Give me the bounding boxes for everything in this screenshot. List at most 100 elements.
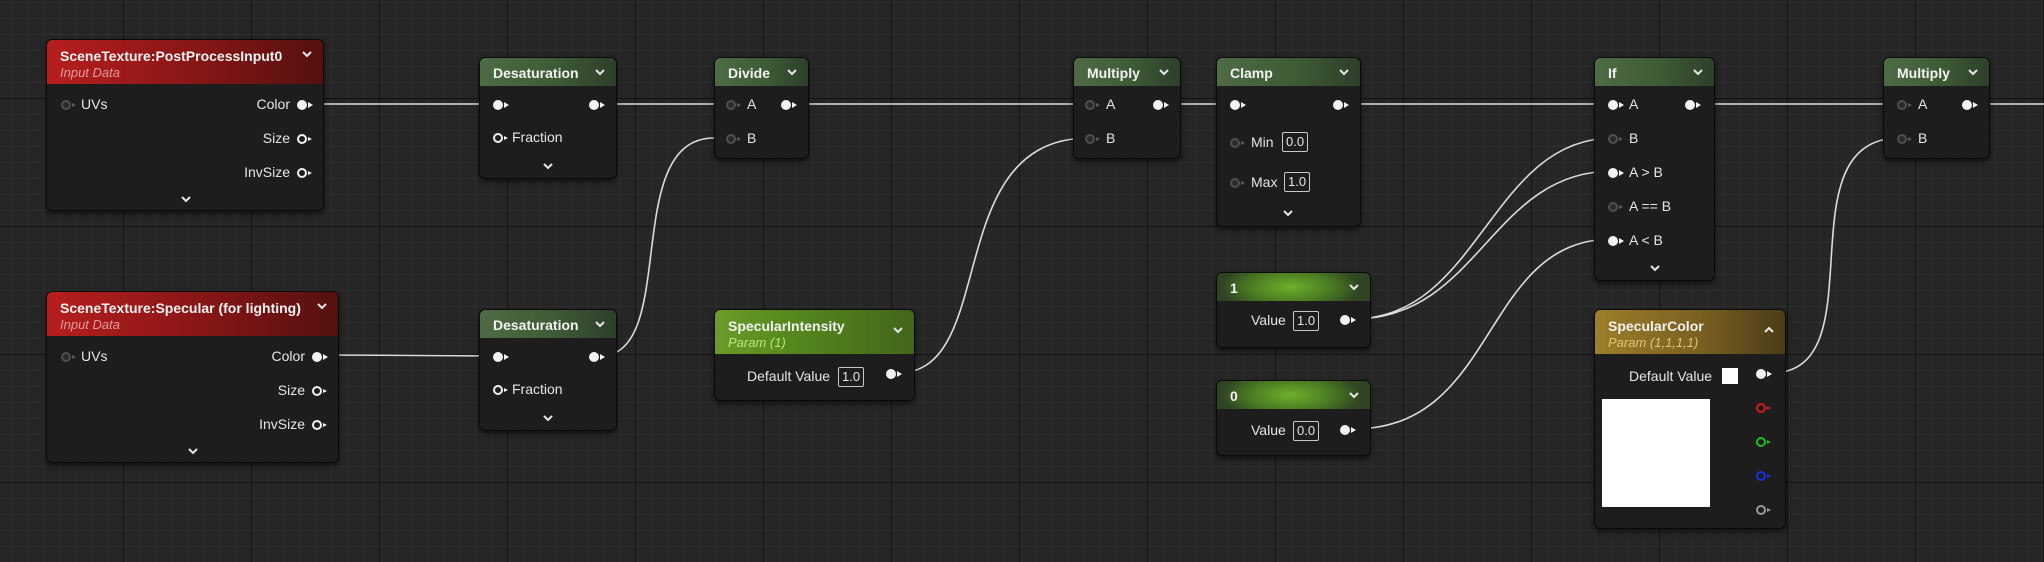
- b-input-pin[interactable]: [1608, 134, 1623, 144]
- chevron-down-icon[interactable]: [593, 317, 607, 331]
- node-header[interactable]: Desaturation: [480, 310, 616, 338]
- a-input-pin[interactable]: [1085, 100, 1100, 110]
- output-pin[interactable]: [1756, 369, 1772, 379]
- node-header[interactable]: Desaturation: [480, 58, 616, 86]
- output-pin[interactable]: [589, 352, 605, 362]
- expand-arrow-icon[interactable]: [1281, 209, 1295, 219]
- b-input-pin[interactable]: [1085, 134, 1100, 144]
- uvs-input-pin[interactable]: [61, 352, 76, 362]
- b-input-pin[interactable]: [726, 134, 741, 144]
- scene-texture-postprocess-node[interactable]: SceneTexture:PostProcessInput0 Input Dat…: [46, 39, 324, 211]
- expand-arrow-icon[interactable]: [1648, 264, 1662, 274]
- input-pin[interactable]: [1230, 100, 1246, 110]
- wire-intensity-to-multiply-b[interactable]: [897, 137, 1090, 374]
- a-less-b-input-pin[interactable]: [1608, 236, 1624, 246]
- wire-color-to-multiply-b[interactable]: [1770, 137, 1901, 374]
- constant-zero-node[interactable]: 0 Value 0.0: [1216, 380, 1371, 456]
- output-pin[interactable]: [1153, 100, 1169, 110]
- chevron-down-icon[interactable]: [1347, 280, 1361, 294]
- node-header[interactable]: If: [1595, 58, 1714, 86]
- node-header[interactable]: 1: [1217, 273, 1370, 301]
- if-node[interactable]: If A B A > B A == B A < B: [1594, 57, 1715, 281]
- max-input-pin[interactable]: [1230, 178, 1245, 188]
- input-pin[interactable]: [493, 100, 509, 110]
- output-pin[interactable]: [1685, 100, 1701, 110]
- node-header[interactable]: SpecularColor Param (1,1,1,1): [1595, 310, 1785, 354]
- wire-const1-to-if-agtb[interactable]: [1352, 170, 1614, 320]
- color-output-pin[interactable]: [312, 352, 328, 362]
- a-channel-output-pin[interactable]: [1756, 505, 1771, 515]
- chevron-up-icon[interactable]: [1762, 323, 1776, 337]
- output-pin[interactable]: [1340, 425, 1356, 435]
- chevron-down-icon[interactable]: [1157, 65, 1171, 79]
- specular-color-node[interactable]: SpecularColor Param (1,1,1,1) Default Va…: [1594, 309, 1786, 529]
- chevron-down-icon[interactable]: [1337, 65, 1351, 79]
- expand-arrow-icon[interactable]: [541, 162, 555, 172]
- node-header[interactable]: Divide: [715, 58, 808, 86]
- expand-arrow-icon[interactable]: [179, 195, 193, 205]
- output-pin[interactable]: [1962, 100, 1978, 110]
- specular-intensity-node[interactable]: SpecularIntensity Param (1) Default Valu…: [714, 309, 915, 401]
- default-value-field[interactable]: 1.0: [838, 367, 865, 387]
- wire-desaturation-to-divide-b[interactable]: [599, 137, 715, 357]
- chevron-down-icon[interactable]: [300, 47, 314, 61]
- fraction-input-pin[interactable]: [493, 385, 508, 395]
- color-output-pin[interactable]: [297, 100, 313, 110]
- node-header[interactable]: Clamp: [1217, 58, 1360, 86]
- invsize-output-pin[interactable]: [297, 168, 312, 178]
- chevron-down-icon[interactable]: [785, 65, 799, 79]
- pin-label-a-less-b: A < B: [1629, 232, 1663, 248]
- output-pin[interactable]: [1340, 315, 1356, 325]
- chevron-down-icon[interactable]: [593, 65, 607, 79]
- desaturation-node[interactable]: Desaturation Fraction: [479, 309, 617, 431]
- uvs-input-pin[interactable]: [61, 100, 76, 110]
- divide-node[interactable]: Divide A B: [714, 57, 809, 159]
- wire-const0-to-if-altb[interactable]: [1352, 238, 1614, 430]
- output-pin[interactable]: [1333, 100, 1349, 110]
- value-field[interactable]: 1.0: [1293, 311, 1320, 331]
- output-pin[interactable]: [589, 100, 605, 110]
- min-value-field[interactable]: 0.0: [1282, 132, 1309, 152]
- multiply-node[interactable]: Multiply A B: [1073, 57, 1181, 159]
- output-pin[interactable]: [781, 100, 797, 110]
- node-header[interactable]: SpecularIntensity Param (1): [715, 310, 914, 354]
- a-equals-b-input-pin[interactable]: [1608, 202, 1623, 212]
- output-pin[interactable]: [886, 369, 902, 379]
- g-channel-output-pin[interactable]: [1756, 437, 1771, 447]
- input-pin[interactable]: [493, 352, 509, 362]
- expand-arrow-icon[interactable]: [186, 447, 200, 457]
- a-input-pin[interactable]: [726, 100, 741, 110]
- chevron-down-icon[interactable]: [1966, 65, 1980, 79]
- constant-one-node[interactable]: 1 Value 1.0: [1216, 272, 1371, 348]
- size-output-pin[interactable]: [297, 134, 312, 144]
- value-field[interactable]: 0.0: [1293, 421, 1320, 441]
- chevron-down-icon[interactable]: [1347, 388, 1361, 402]
- a-input-pin[interactable]: [1608, 100, 1624, 110]
- wire-specular-to-desaturation[interactable]: [320, 354, 498, 357]
- chevron-down-icon[interactable]: [315, 299, 329, 313]
- chevron-down-icon[interactable]: [1691, 65, 1705, 79]
- multiply-node[interactable]: Multiply A B: [1883, 57, 1990, 159]
- chevron-down-icon[interactable]: [891, 323, 905, 337]
- b-channel-output-pin[interactable]: [1756, 471, 1771, 481]
- scene-texture-specular-node[interactable]: SceneTexture:Specular (for lighting) Inp…: [46, 291, 339, 463]
- b-input-pin[interactable]: [1897, 134, 1912, 144]
- a-input-pin[interactable]: [1897, 100, 1912, 110]
- node-header[interactable]: Multiply: [1074, 58, 1180, 86]
- fraction-input-pin[interactable]: [493, 133, 508, 143]
- size-output-pin[interactable]: [312, 386, 327, 396]
- max-value-field[interactable]: 1.0: [1284, 172, 1311, 192]
- a-greater-b-input-pin[interactable]: [1608, 168, 1624, 178]
- clamp-node[interactable]: Clamp Min 0.0 Max 1.0: [1216, 57, 1361, 227]
- color-swatch[interactable]: [1722, 368, 1738, 384]
- node-header[interactable]: SceneTexture:PostProcessInput0 Input Dat…: [47, 40, 323, 84]
- desaturation-node[interactable]: Desaturation Fraction: [479, 57, 617, 179]
- min-input-pin[interactable]: [1230, 138, 1245, 148]
- node-header[interactable]: Multiply: [1884, 58, 1989, 86]
- invsize-output-pin[interactable]: [312, 420, 327, 430]
- node-header[interactable]: SceneTexture:Specular (for lighting) Inp…: [47, 292, 338, 336]
- expand-arrow-icon[interactable]: [541, 414, 555, 424]
- wire-const1-to-if-b[interactable]: [1352, 137, 1614, 320]
- node-header[interactable]: 0: [1217, 381, 1370, 409]
- r-channel-output-pin[interactable]: [1756, 403, 1771, 413]
